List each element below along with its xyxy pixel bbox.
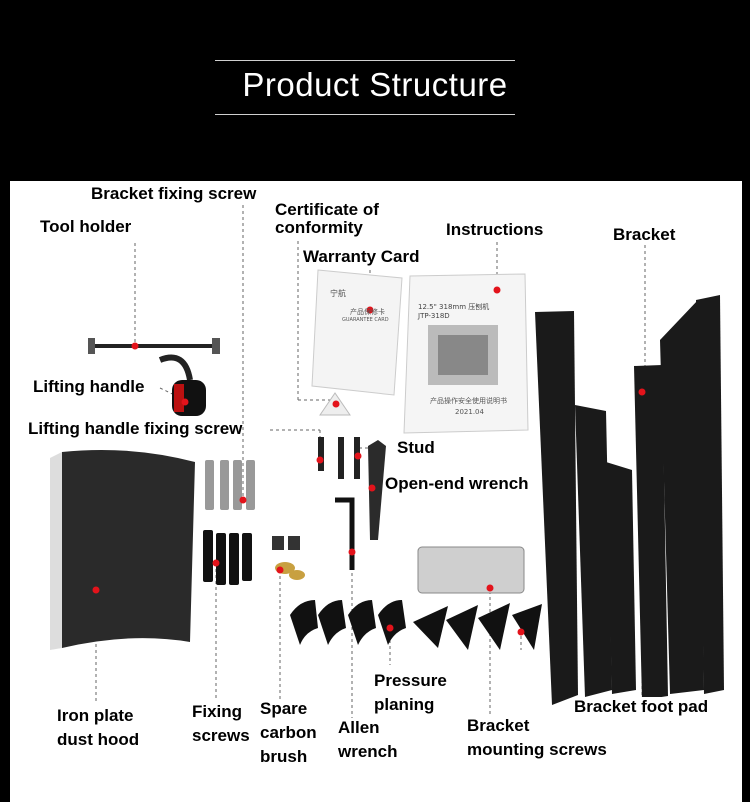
title-top-rule bbox=[215, 60, 515, 61]
label-bracket-foot-pad: Bracket foot pad bbox=[574, 697, 709, 717]
label-bracket-fixing-screw: Bracket fixing screw bbox=[91, 184, 257, 203]
label-bracket-mount-line2: mounting screws bbox=[467, 740, 607, 759]
instructions-code: JTP-318D bbox=[418, 312, 450, 320]
studs-and-screws bbox=[318, 437, 360, 479]
label-spare-line3: brush bbox=[260, 747, 308, 766]
label-spare-line1: Spare bbox=[260, 699, 308, 718]
warranty-title: 产品保修卡 bbox=[350, 308, 385, 316]
bracket-mounting-screws bbox=[417, 546, 525, 594]
label-certificate-line1: Certificate of bbox=[275, 200, 379, 219]
label-allen-line2: wrench bbox=[338, 742, 398, 761]
spare-carbon-brush bbox=[272, 536, 305, 580]
warranty-sub: GUARANTEE CARD bbox=[342, 317, 389, 323]
open-end-wrench bbox=[368, 440, 386, 540]
label-iron-plate-line2: dust hood bbox=[57, 730, 140, 749]
pressure-planing-pads bbox=[290, 600, 406, 645]
label-lifting-handle-fixing-screw: Lifting handle fixing screw bbox=[28, 419, 243, 439]
warranty-brand: 宁航 bbox=[330, 289, 346, 298]
title-bottom-rule bbox=[215, 114, 515, 115]
label-bracket: Bracket bbox=[613, 225, 676, 244]
instructions-doc-text: 12.5" 318mm 压刨机 JTP-318D bbox=[418, 302, 489, 320]
label-spare-line2: carbon bbox=[260, 723, 317, 742]
instructions-model: 12.5" 318mm 压刨机 bbox=[418, 303, 490, 311]
label-lifting-handle: Lifting handle bbox=[33, 377, 145, 396]
label-certificate-line2: conformity bbox=[275, 218, 363, 237]
document-stack bbox=[311, 269, 529, 434]
label-iron-plate-line1: Iron plate bbox=[57, 706, 134, 725]
label-pressure-line2: planing bbox=[374, 695, 435, 714]
marker-dots bbox=[92, 286, 646, 636]
label-allen-line1: Allen bbox=[338, 718, 380, 737]
label-stud: Stud bbox=[397, 438, 435, 457]
allen-wrench bbox=[335, 497, 355, 570]
label-bracket-mount-line1: Bracket bbox=[467, 716, 530, 735]
label-fixing-line1: Fixing bbox=[192, 702, 243, 721]
label-instructions: Instructions bbox=[446, 220, 544, 239]
label-fixing-line2: screws bbox=[192, 726, 250, 745]
lifting-handle bbox=[158, 354, 206, 416]
instructions-date: 2021.04 bbox=[455, 408, 484, 416]
bracket-foot-pads bbox=[413, 603, 542, 650]
iron-plate-dust-hood bbox=[50, 449, 195, 650]
instructions-footer: 产品操作安全使用说明书 bbox=[430, 397, 507, 405]
tool-holder-rod bbox=[88, 338, 220, 354]
bracket-fixing-screws bbox=[205, 460, 255, 510]
label-tool-holder: Tool holder bbox=[40, 217, 132, 236]
brackets bbox=[535, 295, 724, 705]
label-open-end-wrench: Open-end wrench bbox=[385, 474, 529, 494]
page-title: Product Structure bbox=[242, 66, 508, 103]
label-warranty-card: Warranty Card bbox=[303, 247, 420, 266]
header: Product Structure bbox=[0, 0, 750, 180]
fixing-screws bbox=[203, 530, 252, 585]
label-pressure-line1: Pressure bbox=[374, 671, 447, 690]
